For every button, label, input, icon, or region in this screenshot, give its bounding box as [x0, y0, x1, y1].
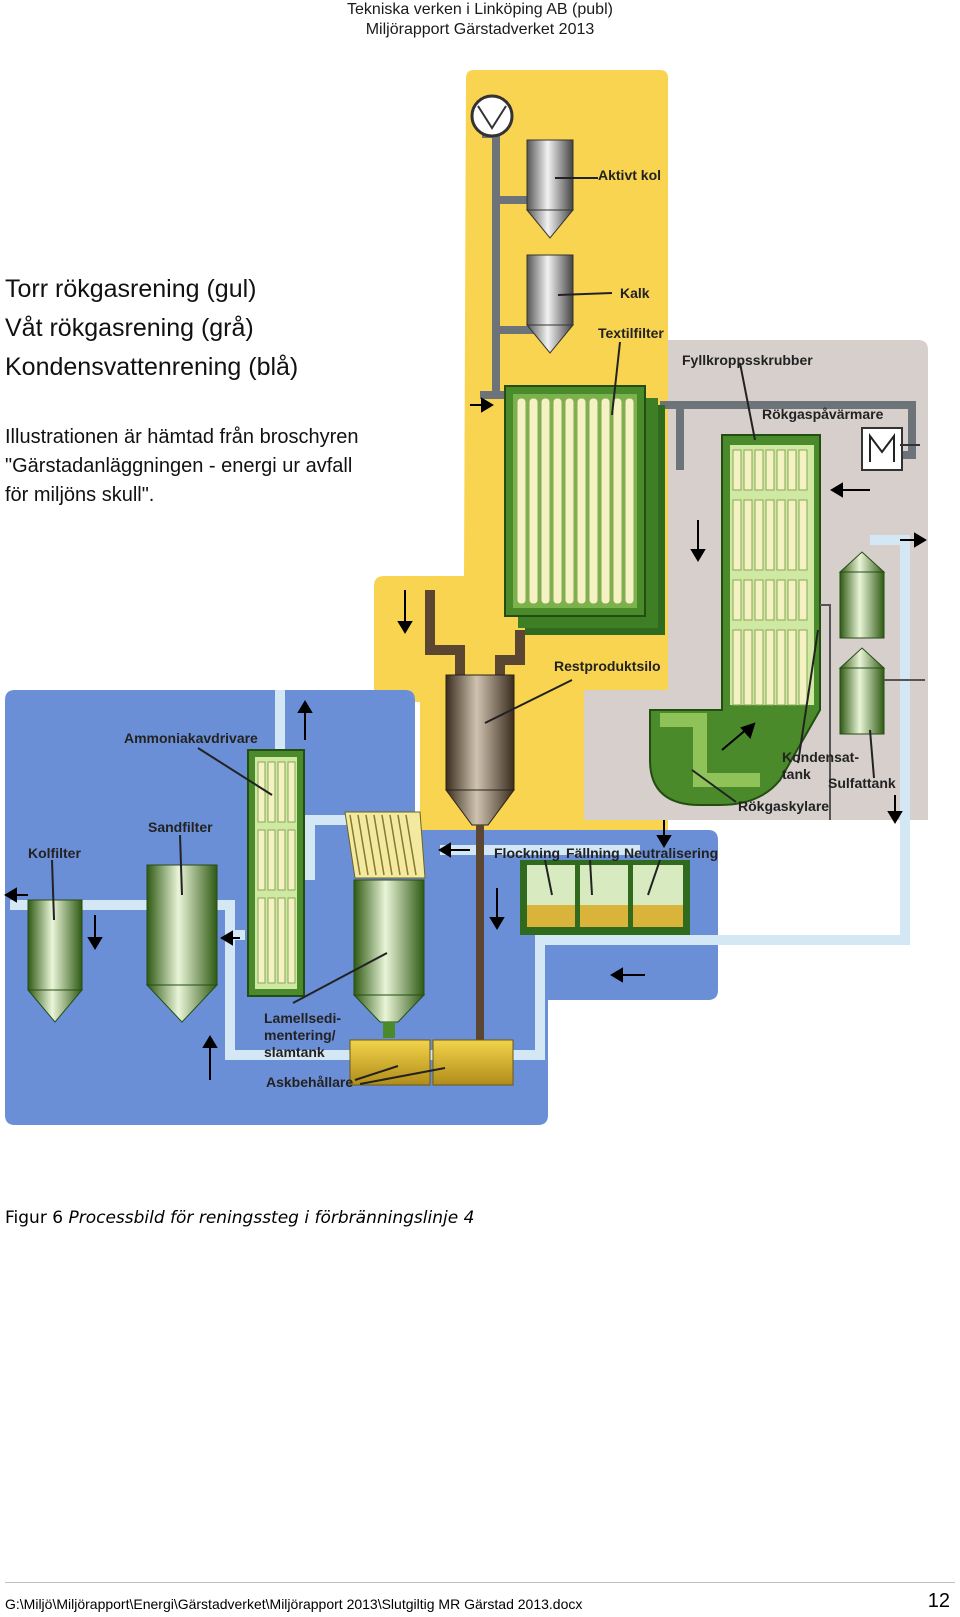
packed-bed-scrubber — [649, 434, 821, 806]
flue-gas-reheater — [861, 427, 903, 471]
label-packed-bed-scrubber: Fyllkroppsskrubber — [682, 352, 813, 368]
textile-filter — [504, 385, 665, 635]
note-line-2: "Gärstadanläggningen - energi ur avfall — [5, 455, 352, 477]
label-lamella-2: mentering/ — [264, 1027, 336, 1043]
footer-file-path: G:\Miljö\Miljörapport\Energi\Gärstadverk… — [5, 1596, 583, 1612]
label-activated-carbon: Aktivt kol — [598, 167, 661, 183]
label-flue-gas-cooler: Rökgaskylare — [738, 798, 829, 814]
flow-arrows — [4, 397, 927, 1080]
water-pipes — [10, 535, 910, 1060]
label-flocculation: Flockning — [494, 845, 560, 861]
legend-dry: Torr rökgasrening (gul) — [5, 275, 257, 303]
label-ammonia-stripper: Ammoniakavdrivare — [124, 730, 258, 746]
process-diagram-svg: Torr rökgasrening (gul) Våt rökgasrening… — [4, 70, 928, 1125]
note-line-1: Illustrationen är hämtad från broschyren — [5, 426, 359, 448]
label-lamella-1: Lamellsedi- — [264, 1010, 341, 1026]
ash-containers — [349, 1039, 514, 1086]
lamella-settler — [344, 811, 426, 1038]
page-header: Tekniska verken i Linköping AB (publ) Mi… — [0, 0, 960, 40]
legend-condensate: Kondensvattenrening (blå) — [5, 353, 298, 381]
label-lime: Kalk — [620, 285, 650, 301]
process-diagram: Torr rökgasrening (gul) Våt rökgasrening… — [0, 60, 960, 1170]
footer-divider — [5, 1582, 955, 1583]
activated-carbon-silo — [525, 139, 575, 239]
residue-ducts — [425, 590, 525, 680]
condensate-tank — [838, 551, 886, 639]
label-condensate-2: tank — [782, 766, 811, 782]
label-sand-filter: Sandfilter — [148, 819, 213, 835]
page-number: 12 — [927, 1590, 950, 1612]
residue-silo — [445, 674, 515, 1055]
label-lamella-3: slamtank — [264, 1044, 325, 1060]
legend-wet: Våt rökgasrening (grå) — [5, 314, 254, 342]
figure-caption: Figur 6 Processbild för reningssteg i fö… — [5, 1208, 474, 1228]
label-precipitation: Fällning — [566, 845, 620, 861]
sulfate-tank — [838, 647, 886, 735]
label-textile-filter: Textilfilter — [598, 325, 664, 341]
carbon-filter — [26, 899, 84, 1023]
label-reheater: Rökgaspåvärmare — [762, 406, 884, 422]
label-condensate-1: Kondensat- — [782, 749, 859, 765]
flocculation-basins — [520, 860, 690, 935]
caption-text: Processbild för reningssteg i förbrännin… — [68, 1208, 475, 1228]
label-residue-silo: Restproduktsilo — [554, 658, 661, 674]
label-sulfate-tank: Sulfattank — [828, 775, 896, 791]
caption-prefix: Figur 6 — [5, 1208, 64, 1228]
label-carbon-filter: Kolfilter — [28, 845, 81, 861]
fan-icon — [470, 94, 514, 138]
label-neutralization: Neutralisering — [624, 845, 718, 861]
note-line-3: för miljöns skull". — [5, 484, 154, 506]
header-report-title: Miljörapport Gärstadverket 2013 — [365, 21, 595, 38]
header-company: Tekniska verken i Linköping AB (publ) — [347, 1, 613, 18]
label-ash-container: Askbehållare — [266, 1074, 353, 1090]
lime-silo — [525, 254, 575, 354]
ammonia-stripper — [247, 749, 305, 997]
